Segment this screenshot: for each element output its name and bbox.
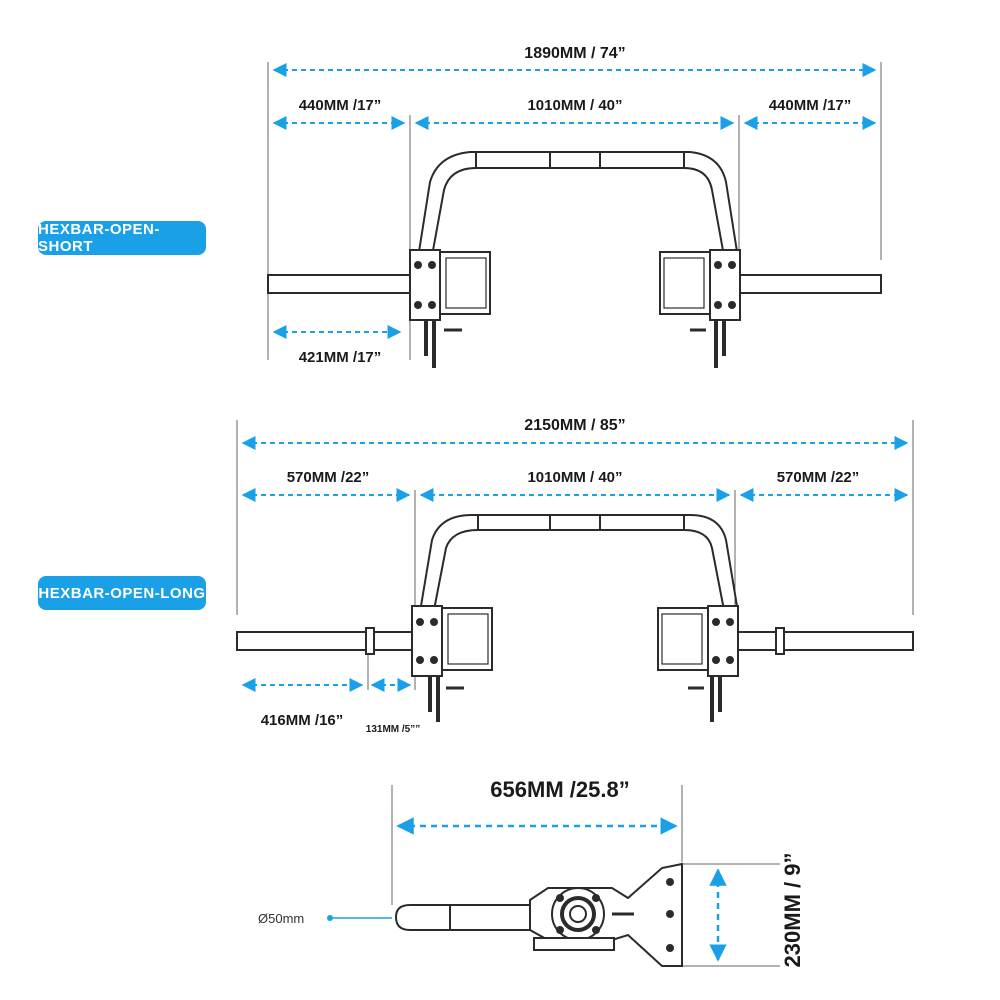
- side-view-drawing: [391, 785, 780, 967]
- frame-inner: [433, 529, 725, 611]
- long-center-label: 1010MM / 40”: [527, 469, 622, 486]
- badge-hexbar-open-short: HEXBAR-OPEN-SHORT: [38, 221, 206, 255]
- short-left-sleeve-label: 440MM /17”: [299, 97, 382, 114]
- long-bar-drawing: [236, 420, 914, 722]
- short-center-label: 1010MM / 40”: [527, 97, 622, 114]
- badge-hexbar-open-long: HEXBAR-OPEN-LONG: [38, 576, 206, 610]
- diameter-leader-dot: [327, 915, 333, 921]
- long-right-sleeve-label: 570MM /22”: [777, 469, 860, 486]
- long-loadable-label: 416MM /16”: [261, 712, 344, 729]
- long-collar-label: 131MM /5””: [366, 724, 420, 735]
- left-bracket: [409, 249, 441, 321]
- left-sleeve: [267, 274, 414, 294]
- left-bracket: [411, 605, 443, 677]
- side-base: [533, 937, 615, 951]
- long-dimension-lines: [241, 436, 909, 692]
- left-sleeve: [236, 631, 416, 651]
- long-overall-label: 2150MM / 85”: [524, 417, 625, 434]
- short-right-sleeve-label: 440MM /17”: [769, 97, 852, 114]
- diameter-label: Ø50mm: [258, 911, 305, 926]
- short-dimension-lines: [272, 63, 877, 339]
- long-left-sleeve-label: 570MM /22”: [287, 469, 370, 486]
- right-collar: [775, 627, 785, 655]
- side-dimension-lines: [396, 817, 727, 962]
- frame-outer: [417, 151, 739, 259]
- short-loadable-label: 421MM /17”: [299, 349, 382, 366]
- short-bar-drawing: [267, 62, 882, 368]
- right-bracket: [709, 249, 741, 321]
- left-collar: [365, 627, 375, 655]
- side-width-label: 656MM /25.8”: [490, 777, 629, 802]
- side-height-label: 230MM / 9”: [780, 853, 805, 968]
- right-bracket: [707, 605, 739, 677]
- short-overall-label: 1890MM / 74”: [524, 45, 625, 62]
- frame-inner: [431, 167, 725, 257]
- frame-outer: [419, 514, 739, 613]
- right-sleeve: [734, 631, 914, 651]
- hub-inner: [569, 905, 587, 923]
- handle-tube: [394, 904, 531, 931]
- right-sleeve: [736, 274, 882, 294]
